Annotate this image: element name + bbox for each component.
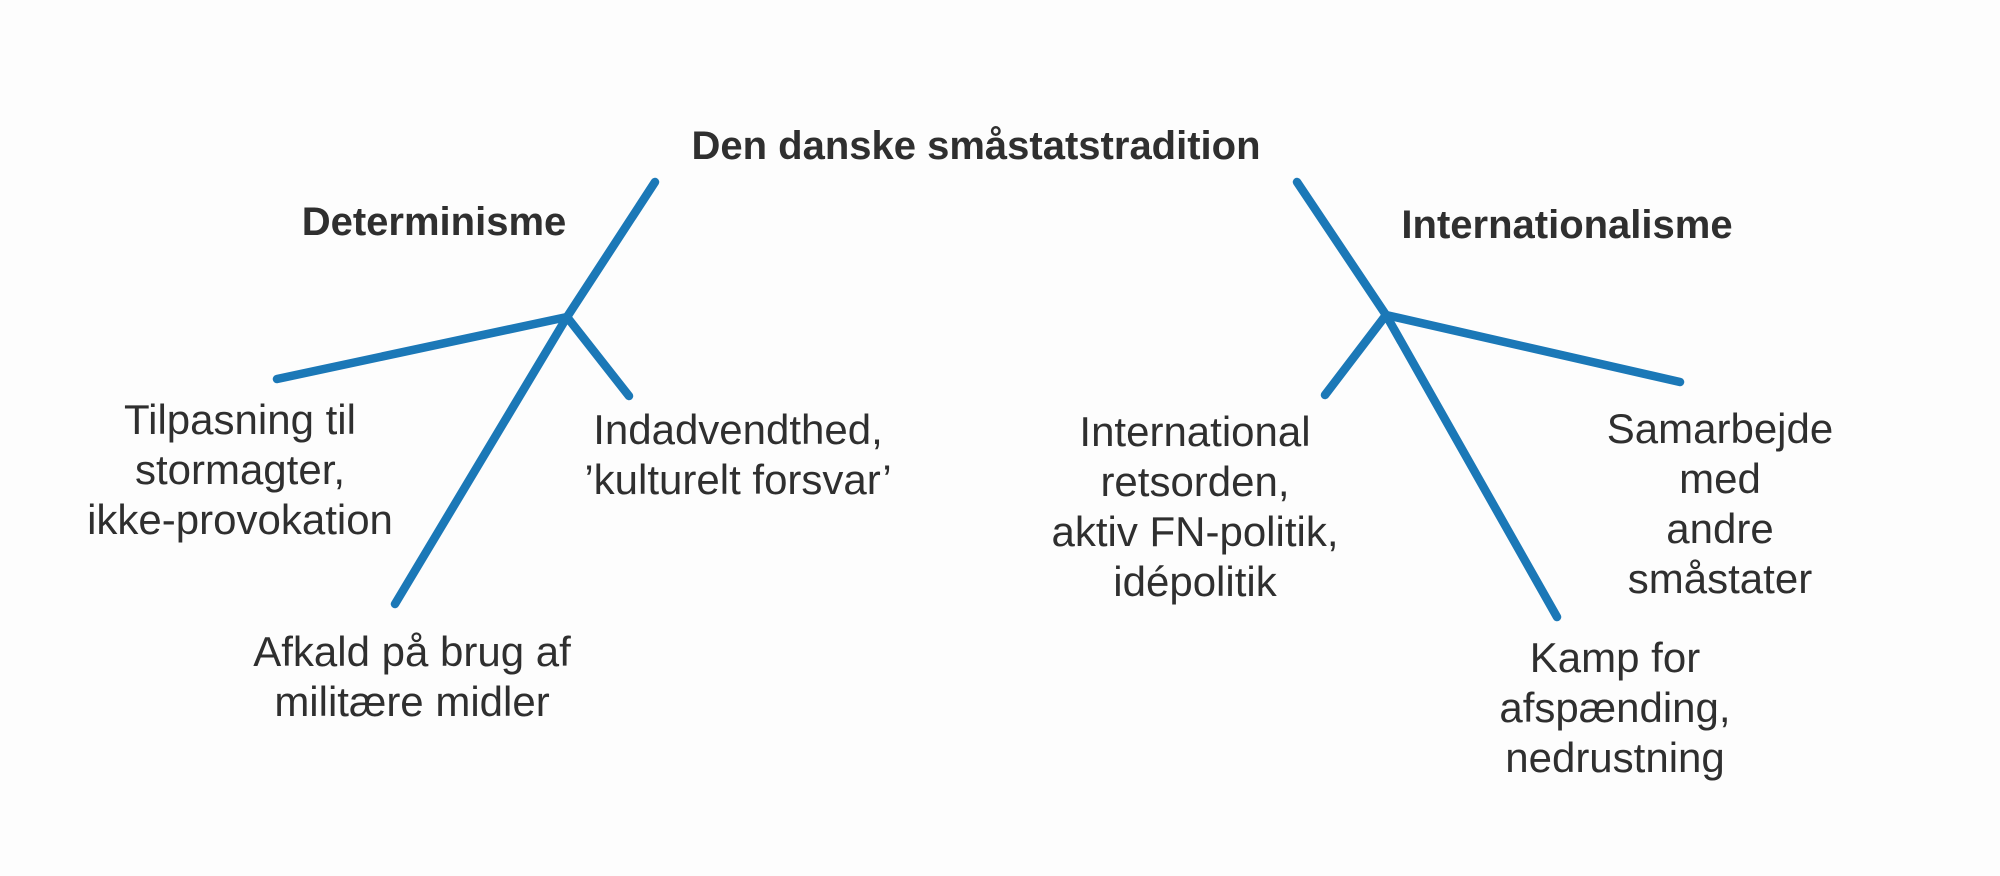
leaf-kamp-for-afspaending-nedrustning: Kamp for afspænding, nedrustning xyxy=(1499,634,1731,781)
leaf-indadvendthed-kulturelt-forsvar: Indadvendthed, ’kulturelt forsvar’ xyxy=(584,406,892,503)
line-root-to-determinisme-junction xyxy=(562,177,660,322)
leaf-samarbejde-med-andre-smaastater: Samarbejde med andre småstater xyxy=(1606,405,1834,602)
leaf-international-retsorden: International retsorden, aktiv FN-politi… xyxy=(1051,408,1339,605)
leaf-tilpasning-til-stormagter: Tilpasning til stormagter, ikke-provokat… xyxy=(87,396,393,543)
line-root-to-internationalisme-junction xyxy=(1292,177,1391,320)
leaf-afkald-paa-brug-af-militaere-midler: Afkald på brug af militære midler xyxy=(253,628,571,725)
line-internationalisme-to-kamp xyxy=(1381,310,1562,622)
line-internationalisme-to-retsorden xyxy=(1320,310,1391,400)
line-determinisme-to-afkald xyxy=(390,312,572,609)
branch-label-internationalisme: Internationalisme xyxy=(1401,203,1733,247)
line-internationalisme-to-samarbejde xyxy=(1381,310,1685,387)
line-determinisme-to-indadvendthed xyxy=(562,312,634,401)
branch-label-determinisme: Determinisme xyxy=(301,200,567,244)
line-determinisme-to-tilpasning xyxy=(272,312,572,384)
diagram-title: Den danske småstatstradition xyxy=(691,124,1261,168)
